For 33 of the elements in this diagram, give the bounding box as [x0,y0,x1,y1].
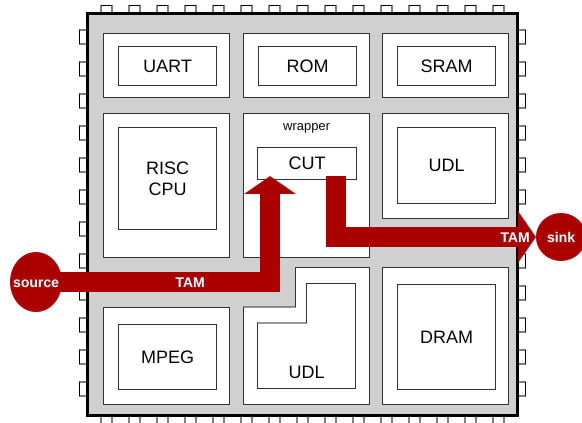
core-block [118,127,217,230]
core-tile [382,113,509,219]
core-block [397,46,496,86]
core-block [257,283,356,389]
block-label: UART [143,56,192,76]
terminal-ellipse [536,213,582,261]
block-label: UDL [288,362,324,383]
core-block [258,46,357,86]
core-tile [243,33,370,98]
core-block [397,284,496,390]
core-tile [382,267,509,405]
terminal-label: sink [546,228,575,246]
core-block [118,46,217,86]
core-block [257,147,357,180]
tam-arrow [60,176,296,292]
core-tile [103,33,230,98]
block-label: MPEG [140,346,194,368]
block-label: ROM [286,56,328,76]
block-label: RISC CPU [144,158,190,200]
block-label: CUT [288,153,326,174]
core-tile [103,307,230,405]
block-label: DRAM [420,326,473,348]
block-label: SRAM [420,56,472,76]
wrapper-label: wrapper [283,119,330,134]
core-tile [243,267,370,405]
block-label: UDL [428,155,464,176]
core-tile [103,113,230,258]
edge-label: TAM [175,274,205,290]
core-tile [382,33,509,98]
terminal-label: source [13,274,59,290]
edge-label: TAM [500,229,530,245]
core-block [118,324,217,390]
core-block [397,127,496,204]
